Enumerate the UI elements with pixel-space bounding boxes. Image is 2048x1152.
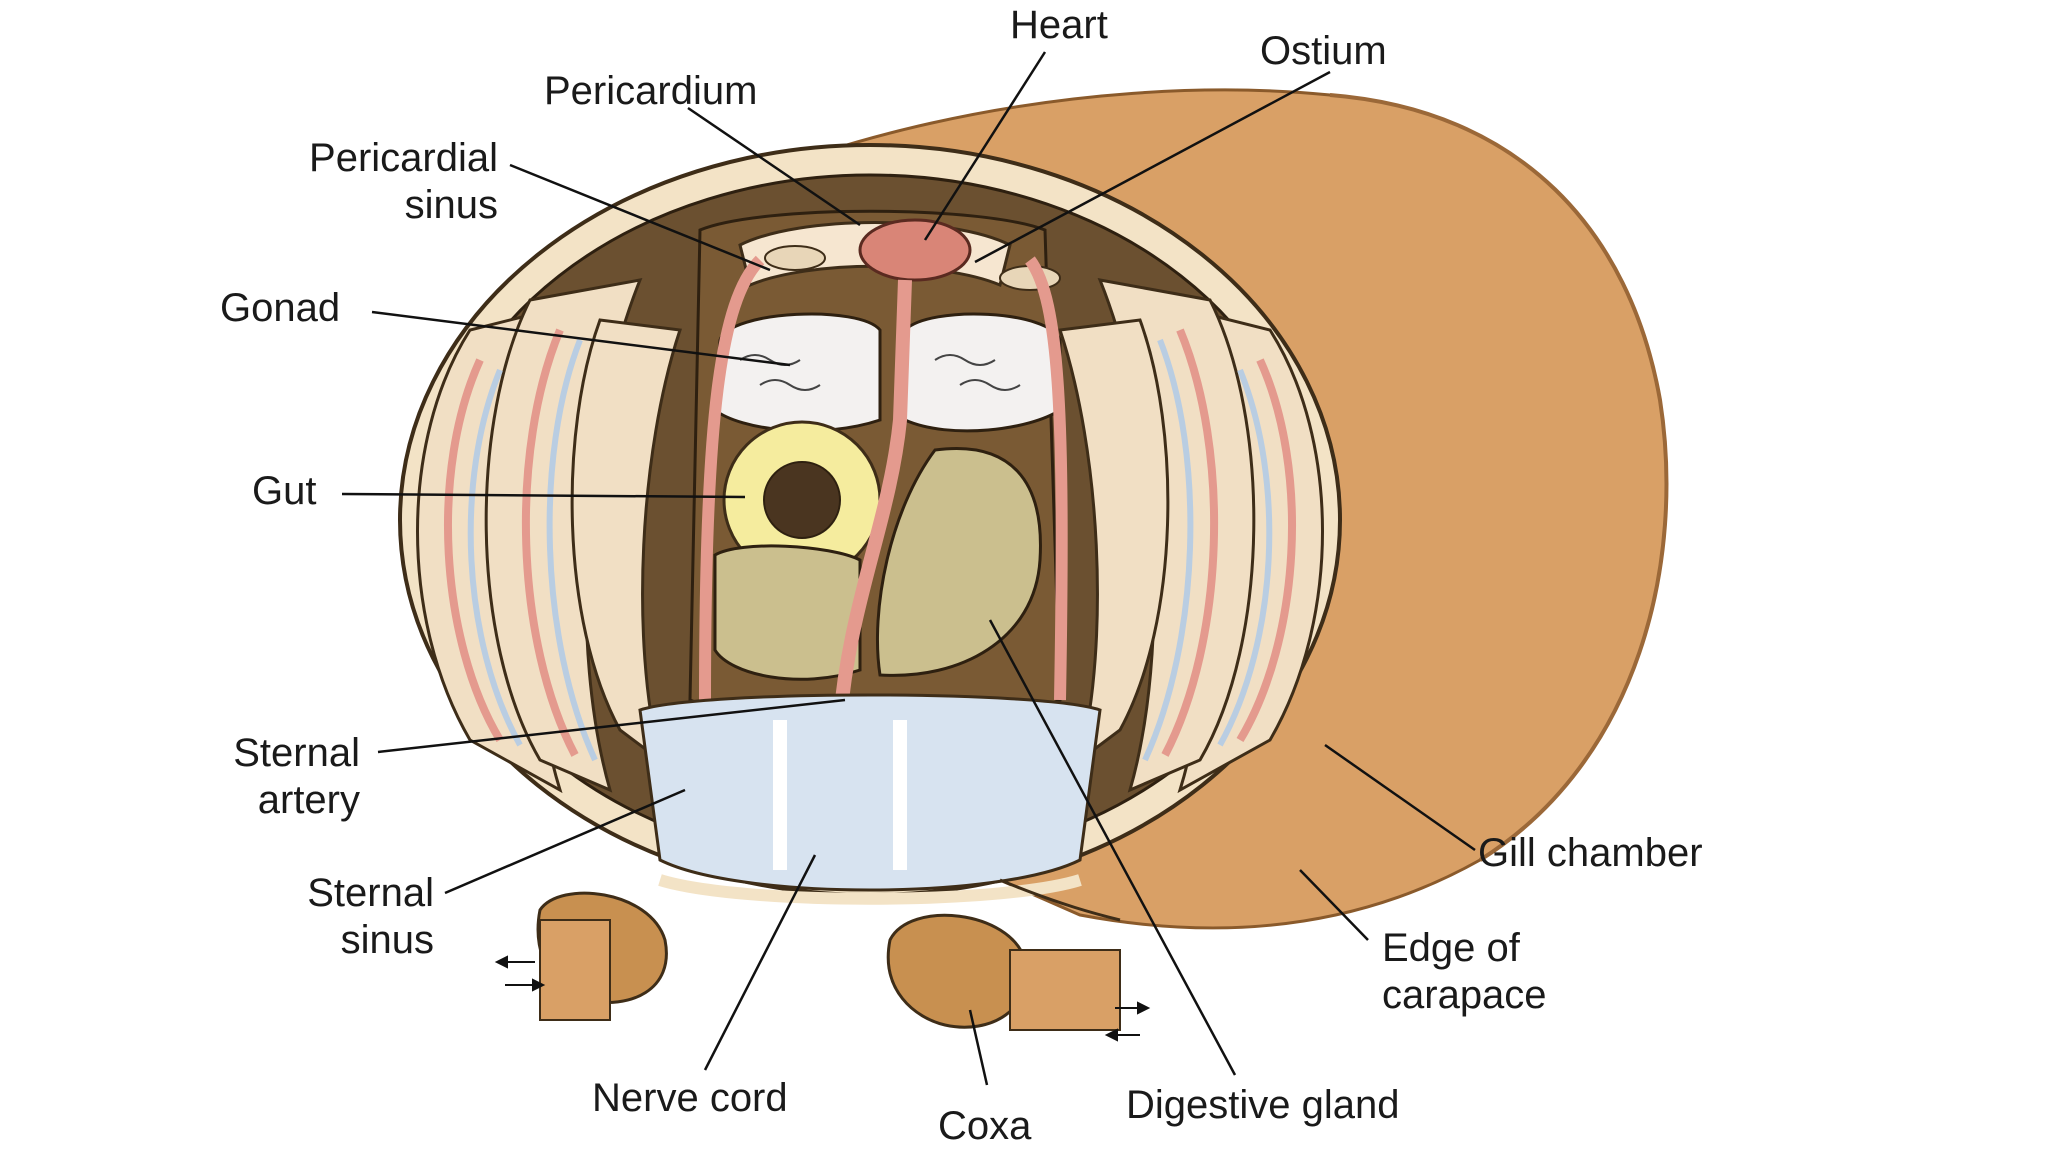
gonad-left <box>713 312 882 433</box>
gut-lumen <box>763 461 841 539</box>
heart-shape <box>858 218 972 282</box>
label-sternal-artery: Sternal artery <box>233 731 360 822</box>
label-gut: Gut <box>252 469 317 513</box>
leader-lines <box>341 51 1476 1086</box>
label-nerve-cord: Nerve cord <box>592 1076 788 1120</box>
label-heart: Heart <box>1010 3 1108 47</box>
label-ostium: Ostium <box>1260 29 1387 73</box>
sternal-artery-vessel <box>823 279 912 831</box>
coxa-right <box>886 913 1121 1031</box>
gonad-right <box>903 312 1062 433</box>
carapace-rim <box>1329 93 1669 862</box>
digestive-gland-shape <box>876 447 1042 677</box>
label-pericardium: Pericardium <box>544 69 758 113</box>
label-coxa: Coxa <box>938 1104 1032 1148</box>
gills-left <box>416 278 683 794</box>
label-digestive-gland: Digestive gland <box>1126 1083 1400 1127</box>
coxa-left <box>536 891 668 1021</box>
gills-right <box>1057 278 1324 794</box>
carapace-edge <box>999 878 1121 922</box>
sternal-sinus-shape <box>638 693 1102 892</box>
label-gonad: Gonad <box>220 286 341 330</box>
label-pericardial-sinus: Pericardial sinus <box>309 136 498 227</box>
label-edge-of-carapace: Edge of carapace <box>1382 926 1547 1017</box>
label-gill-chamber: Gill chamber <box>1478 831 1703 875</box>
label-sternal-sinus: Sternal sinus <box>307 871 434 962</box>
